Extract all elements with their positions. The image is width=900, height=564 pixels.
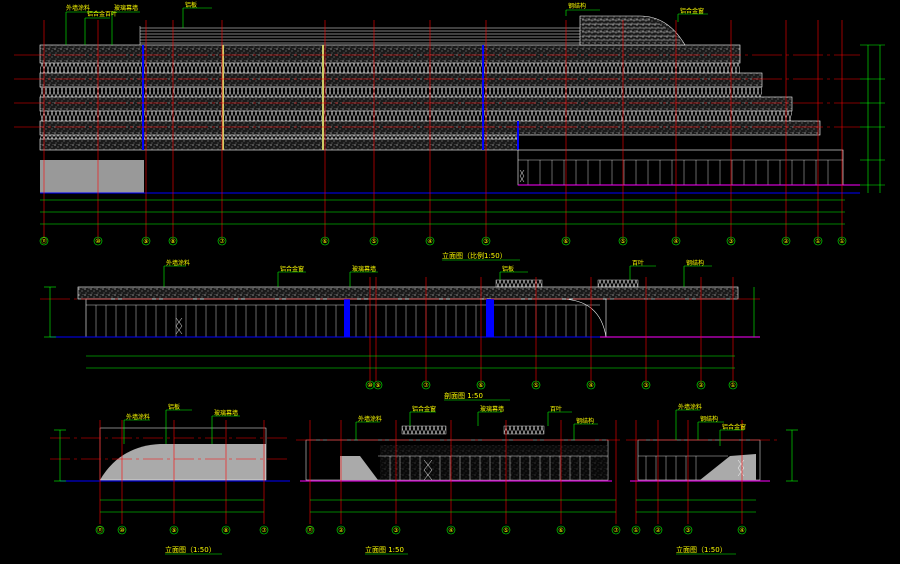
callout-label: 钢结构 bbox=[576, 417, 594, 425]
axis-label: ⑥ bbox=[558, 527, 563, 534]
axis-label: ⑨ bbox=[171, 527, 176, 534]
axis-lines-a bbox=[14, 20, 860, 238]
axis-label: ⑪ bbox=[97, 526, 103, 534]
window-band bbox=[40, 87, 762, 97]
axis-label: ⑦ bbox=[423, 382, 429, 389]
callout-label: 铝板 bbox=[168, 403, 180, 411]
axis-label: ⑥ bbox=[563, 238, 568, 245]
slab-band bbox=[39, 72, 763, 88]
axis-label: ⑨ bbox=[375, 382, 380, 389]
elevation-d: 外墙涂料 铝合金窗 玻璃幕墙 百叶 钢结构 ⑪ ② ③ ④ ⑤ ⑥ ⑦ 立面图 … bbox=[296, 405, 621, 555]
axis-label: ⑤ bbox=[371, 238, 376, 245]
axis-label: ③ bbox=[728, 238, 733, 245]
elevation-caption: 剖面图 1:50 bbox=[444, 391, 483, 400]
axis-label: ③ bbox=[393, 527, 398, 534]
callout-label: 玻璃幕墙 bbox=[114, 4, 138, 12]
axis-label: ⑤ bbox=[620, 238, 625, 245]
axis-label: ② bbox=[655, 527, 661, 534]
axis-label: ⑪ bbox=[41, 237, 47, 245]
axis-label: ① bbox=[839, 238, 844, 245]
elevation-b: 立面图（比例1:50） bbox=[40, 251, 760, 401]
axis-label: ⑦ bbox=[261, 527, 267, 534]
callout-label: 铝板 bbox=[185, 1, 197, 9]
callout-label: 外墙涂料 bbox=[126, 413, 150, 421]
axis-label: ⑤ bbox=[503, 527, 508, 534]
callout-label: 铝板 bbox=[502, 265, 514, 273]
callout-label: 玻璃幕墙 bbox=[352, 265, 376, 273]
axis-label: ① bbox=[633, 527, 638, 534]
axis-label: ⑨ bbox=[143, 238, 148, 245]
axis-label: ① bbox=[730, 382, 735, 389]
slab-band bbox=[39, 96, 793, 112]
callout-label: 百叶 bbox=[632, 259, 644, 267]
axis-label: ② bbox=[698, 382, 704, 389]
roof-curve bbox=[579, 15, 686, 46]
gray-canopy bbox=[100, 444, 266, 480]
callout-label: 外墙涂料 bbox=[166, 259, 190, 267]
axis-label: ④ bbox=[739, 527, 744, 534]
drawing-caption: 立面图（1:50） bbox=[676, 545, 727, 554]
callout-label: 外墙涂料 bbox=[358, 415, 382, 423]
axis-label: ⑦ bbox=[219, 238, 225, 245]
axis-label: ⑩ bbox=[367, 382, 372, 389]
window-band bbox=[40, 135, 518, 139]
elevation-e: 外墙涂料 钢结构 铝合金窗 ① ② ③ ④ 立面图（1:50） bbox=[626, 403, 798, 555]
window-band bbox=[40, 63, 740, 73]
axis-label: ③ bbox=[643, 382, 648, 389]
drawing-caption: 立面图（1:50） bbox=[165, 545, 216, 554]
axis-label: ⑤ bbox=[533, 382, 538, 389]
callout-label: 钢结构 bbox=[700, 415, 718, 423]
roof-louvres bbox=[139, 26, 580, 45]
axis-label: ⑥ bbox=[478, 382, 483, 389]
dimension-lines-a bbox=[40, 7, 885, 225]
storefront-mullions bbox=[518, 159, 843, 185]
callout-label: 外墙涂料 bbox=[678, 403, 702, 411]
axis-label: ⑥ bbox=[322, 238, 327, 245]
axis-label: ④ bbox=[673, 238, 678, 245]
axis-label: ⑦ bbox=[613, 527, 619, 534]
callout-label: 铝合金窗 bbox=[280, 265, 304, 273]
elevation-a: 外墙涂料 铝合金百叶 玻璃幕墙 铝板 钢结构 铝合金窗 ⑪ ⑩ ⑨ ⑧ ⑦ ⑥ … bbox=[14, 1, 885, 246]
callout-label: 铝合金窗 bbox=[722, 423, 746, 431]
axis-label: ② bbox=[783, 238, 789, 245]
window-band bbox=[40, 111, 792, 121]
axis-label: ⑧ bbox=[170, 238, 175, 245]
callout-label: 玻璃幕墙 bbox=[480, 405, 504, 413]
axis-label: ⑩ bbox=[95, 238, 100, 245]
axis-label: ① bbox=[815, 238, 820, 245]
axis-label: ③ bbox=[685, 527, 690, 534]
axis-label: ⑧ bbox=[223, 527, 228, 534]
callout-label: 铝合金窗 bbox=[412, 405, 436, 413]
axis-label: ⑪ bbox=[307, 526, 313, 534]
axis-label: ④ bbox=[448, 527, 453, 534]
callout-label: 外墙涂料 bbox=[66, 4, 90, 12]
axis-label: ② bbox=[338, 527, 344, 534]
callout-label: 玻璃幕墙 bbox=[214, 409, 238, 417]
callout-label: 钢结构 bbox=[568, 2, 586, 10]
drawing-caption: 立面图 1:50 bbox=[365, 545, 404, 554]
axis-label: ④ bbox=[588, 382, 593, 389]
elevation-c: 外墙涂料 铝板 玻璃幕墙 ⑪ ⑩ ⑨ ⑧ ⑦ 立面图（1:50） bbox=[50, 403, 290, 555]
elevation-caption: 立面图（比例1:50） bbox=[442, 251, 507, 260]
callout-label: 铝合金百叶 bbox=[87, 10, 117, 18]
slab-band bbox=[39, 138, 519, 151]
callout-label: 钢结构 bbox=[686, 259, 704, 267]
callout-label: 百叶 bbox=[550, 405, 562, 413]
axis-label: ⑩ bbox=[119, 527, 124, 534]
axis-label: ④ bbox=[427, 238, 432, 245]
axis-label: ③ bbox=[483, 238, 488, 245]
slab-band bbox=[39, 44, 741, 64]
gray-fill-block bbox=[40, 160, 144, 193]
ground-storefront bbox=[517, 149, 844, 186]
callout-label: 铝合金窗 bbox=[680, 7, 704, 15]
